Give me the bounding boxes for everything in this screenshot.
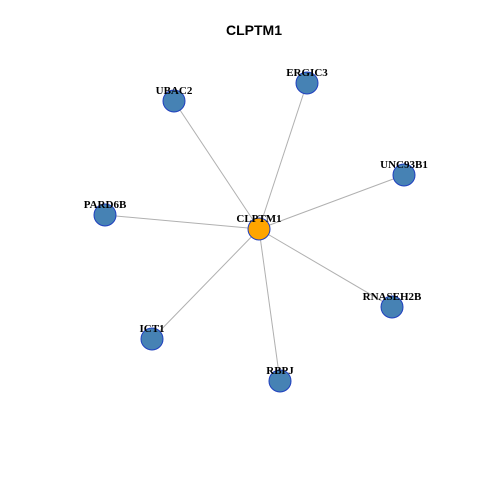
edge-clptm1-rbpj [258, 228, 281, 382]
node-label-ict1: ICT1 [139, 323, 164, 335]
node-label-unc93b1: UNC93B1 [380, 159, 428, 171]
nodes-group [93, 71, 416, 393]
node-label-pard6b: PARD6B [84, 199, 127, 211]
edge-clptm1-rnaseh2b [258, 228, 393, 308]
edge-clptm1-ict1 [151, 228, 260, 340]
node-label-ergic3: ERGIC3 [286, 67, 328, 79]
node-ergic3 [295, 71, 319, 95]
node-label-clptm1: CLPTM1 [236, 213, 281, 225]
edge-clptm1-ubac2 [173, 100, 260, 230]
node-ubac2 [162, 89, 186, 113]
node-rbpj [268, 369, 292, 393]
node-label-ubac2: UBAC2 [156, 85, 193, 97]
node-pard6b [93, 203, 117, 227]
node-label-rbpj: RBPJ [266, 365, 294, 377]
node-ict1 [140, 327, 164, 351]
edge-clptm1-unc93b1 [258, 174, 405, 230]
edges-group [104, 82, 405, 382]
center-node-clptm1 [247, 217, 271, 241]
node-rnaseh2b [380, 295, 404, 319]
node-label-rnaseh2b: RNASEH2B [363, 291, 422, 303]
node-unc93b1 [392, 163, 416, 187]
edge-clptm1-ergic3 [258, 82, 308, 230]
edge-clptm1-pard6b [104, 214, 260, 230]
graph-title: CLPTM1 [226, 22, 282, 38]
